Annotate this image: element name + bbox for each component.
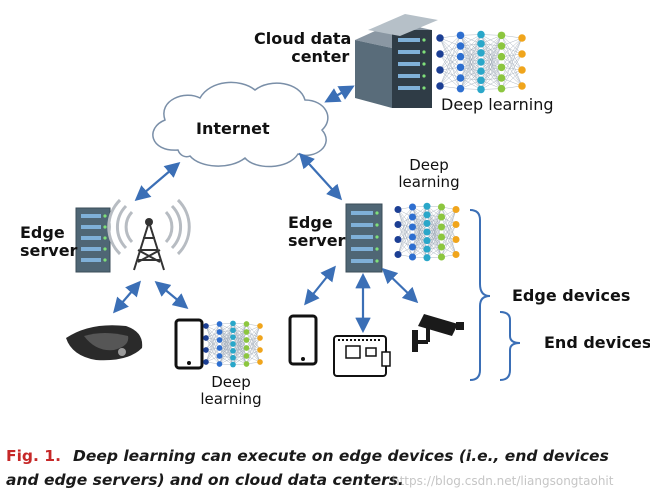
label-edge-server-left: Edge server bbox=[20, 223, 78, 261]
label-es-left-line-2: server bbox=[20, 241, 78, 261]
embedded-board-icon bbox=[333, 335, 391, 377]
label-edge-server-right: Edge server bbox=[288, 213, 346, 251]
arrow-internet-cloud bbox=[324, 85, 355, 103]
vr-headset-icon bbox=[66, 325, 143, 361]
label-internet: Internet bbox=[196, 119, 270, 138]
label-edge-devices: Edge devices bbox=[512, 286, 631, 305]
edge-server-left-slots bbox=[81, 214, 107, 262]
label-cloud-line-1: Cloud data bbox=[254, 29, 352, 48]
phone-icon-right bbox=[288, 314, 318, 366]
cloud-server-icon bbox=[355, 14, 438, 108]
security-camera-icon bbox=[412, 314, 464, 352]
arrow-edge-server-phone bbox=[304, 265, 336, 306]
edge-server-right-slots bbox=[351, 211, 379, 263]
cloud-server-slots bbox=[398, 38, 426, 90]
label-cloud-line-2: center bbox=[291, 47, 350, 67]
edge-devices-bracket bbox=[469, 209, 491, 381]
label-es-left-line-1: Edge bbox=[20, 223, 65, 242]
neural-network-device-icon bbox=[203, 320, 263, 368]
figure-caption: Fig. 1.Deep learning can execute on edge… bbox=[6, 444, 646, 492]
label-dl-device-line-2: learning bbox=[200, 390, 262, 409]
neural-network-edge-icon bbox=[394, 202, 460, 262]
label-deep-learning-device: Deep learning bbox=[196, 373, 266, 409]
arrow-tower-headset bbox=[112, 280, 142, 314]
internet-cloud bbox=[152, 81, 329, 168]
label-deep-learning-edge: Deep learning bbox=[392, 156, 466, 192]
caption-text: Deep learning can execute on edge device… bbox=[6, 447, 609, 489]
neural-network-cloud-icon bbox=[436, 30, 526, 94]
label-es-right-line-1: Edge bbox=[288, 213, 333, 232]
arrow-internet-edge-server bbox=[298, 152, 343, 201]
label-dl-device-line-1: Deep bbox=[211, 373, 251, 391]
label-dl-edge-line-2: learning bbox=[398, 173, 460, 192]
caption-fig-label: Fig. 1. bbox=[6, 447, 61, 465]
cell-tower-icon bbox=[107, 198, 191, 271]
label-deep-learning-cloud: Deep learning bbox=[441, 95, 554, 114]
phone-icon-left bbox=[174, 318, 204, 370]
end-devices-bracket bbox=[499, 311, 521, 381]
label-es-right-line-2: server bbox=[288, 231, 346, 251]
label-cloud-data-center: Cloud data center bbox=[254, 29, 352, 67]
arrow-internet-tower bbox=[134, 162, 181, 201]
label-dl-edge-line-1: Deep bbox=[409, 156, 449, 174]
watermark: https://blog.csdn.net/liangsongtaohit bbox=[392, 474, 614, 488]
label-end-devices: End devices bbox=[544, 333, 650, 352]
arrow-edge-server-camera bbox=[381, 267, 419, 304]
arrow-tower-phone bbox=[154, 281, 189, 309]
